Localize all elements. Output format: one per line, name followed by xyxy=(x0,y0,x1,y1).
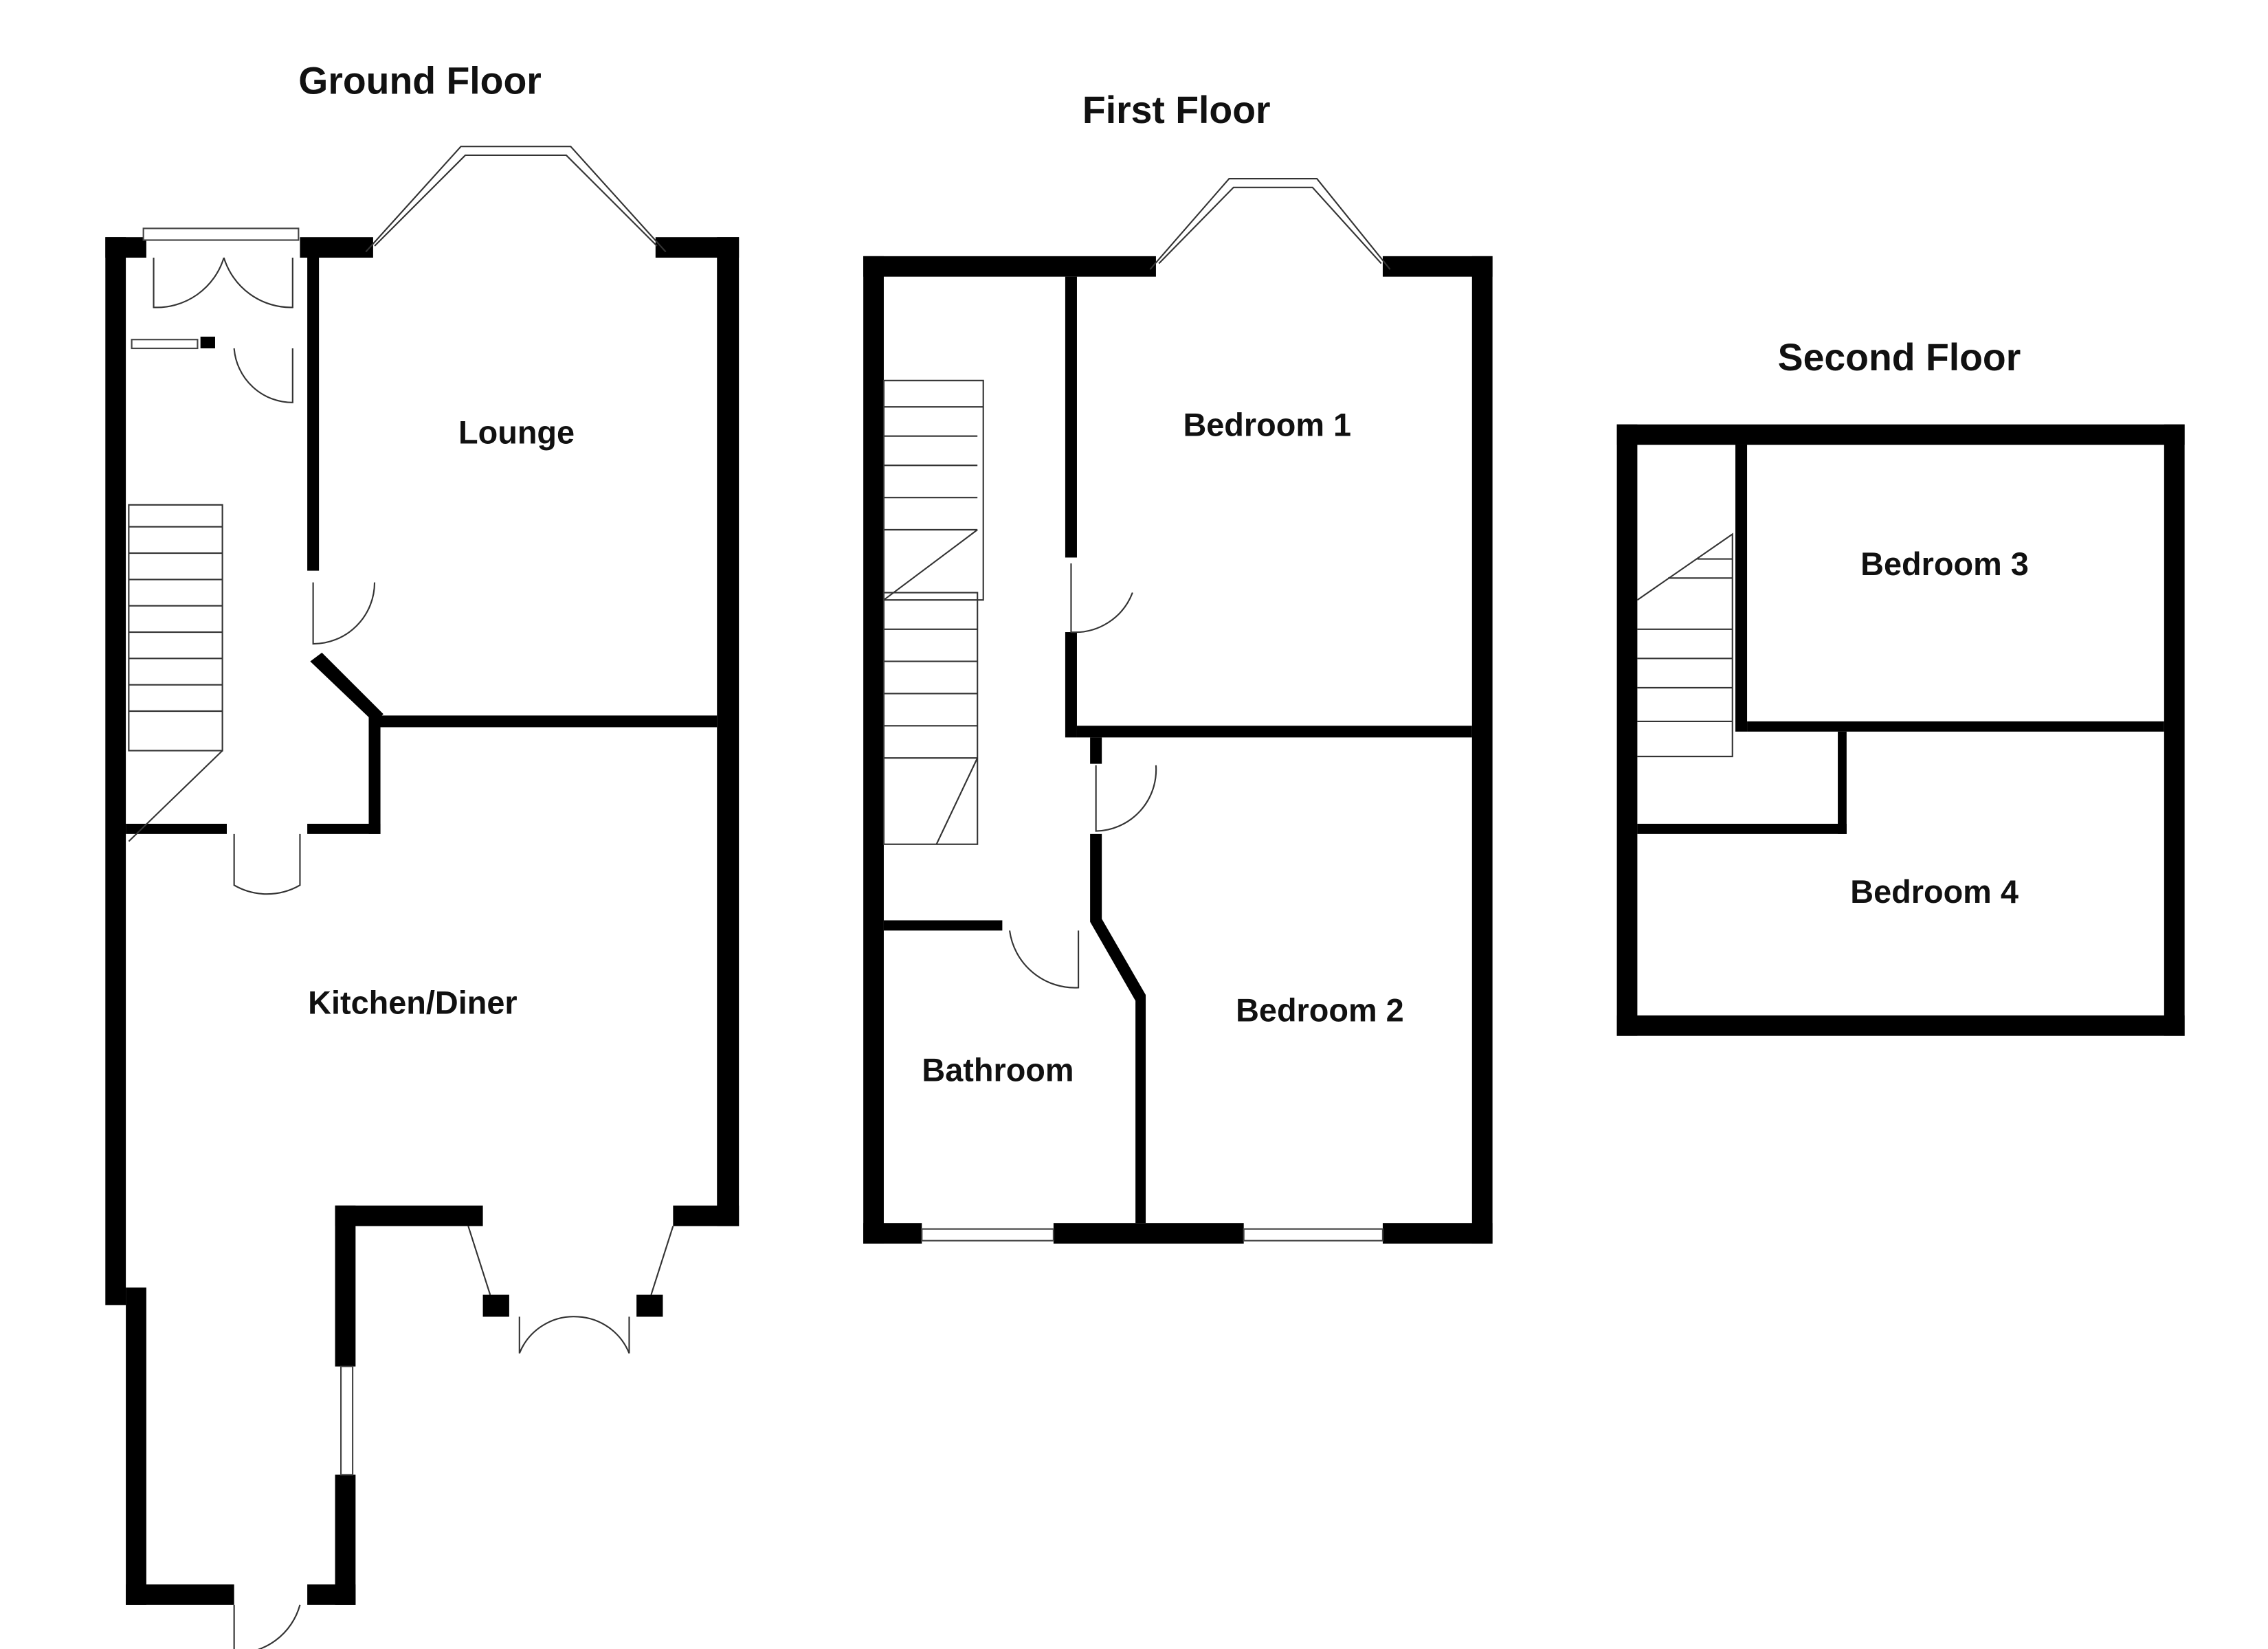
doors-first xyxy=(1008,563,1157,989)
bay-window-bedroom-1 xyxy=(1149,177,1391,270)
first-floor-walls xyxy=(863,256,1493,1244)
bathroom-window xyxy=(921,1228,1054,1242)
room-label-bathroom: Bathroom xyxy=(922,1053,1074,1088)
room-label-bedroom-2: Bedroom 2 xyxy=(1236,992,1404,1028)
bay-window-lounge xyxy=(365,146,667,253)
porch-window xyxy=(131,339,199,350)
doors xyxy=(153,257,674,1649)
room-label-bedroom-3: Bedroom 3 xyxy=(1860,546,2029,582)
staircase-second xyxy=(1636,532,1733,758)
second-floor: Second Floor Bedroom 3 Bedroom 4 xyxy=(1616,336,2185,1036)
ground-floor-title: Ground Floor xyxy=(298,60,542,102)
ground-floor: Ground Floor xyxy=(105,60,740,1649)
room-label-bedroom-4: Bedroom 4 xyxy=(1850,874,2019,910)
side-window xyxy=(340,1365,354,1476)
staircase-first xyxy=(882,379,984,845)
front-window xyxy=(142,227,300,241)
first-floor-title: First Floor xyxy=(1082,89,1271,131)
second-floor-title: Second Floor xyxy=(1778,336,2021,379)
room-label-bedroom-1: Bedroom 1 xyxy=(1183,407,1351,443)
staircase-ground xyxy=(128,504,223,842)
second-floor-walls xyxy=(1616,424,2185,1036)
room-label-kitchen-diner: Kitchen/Diner xyxy=(308,985,517,1021)
first-floor: First Floor xyxy=(863,89,1493,1244)
bedroom-2-window xyxy=(1243,1228,1383,1242)
ground-floor-walls xyxy=(105,237,740,1605)
room-label-lounge: Lounge xyxy=(458,414,575,450)
